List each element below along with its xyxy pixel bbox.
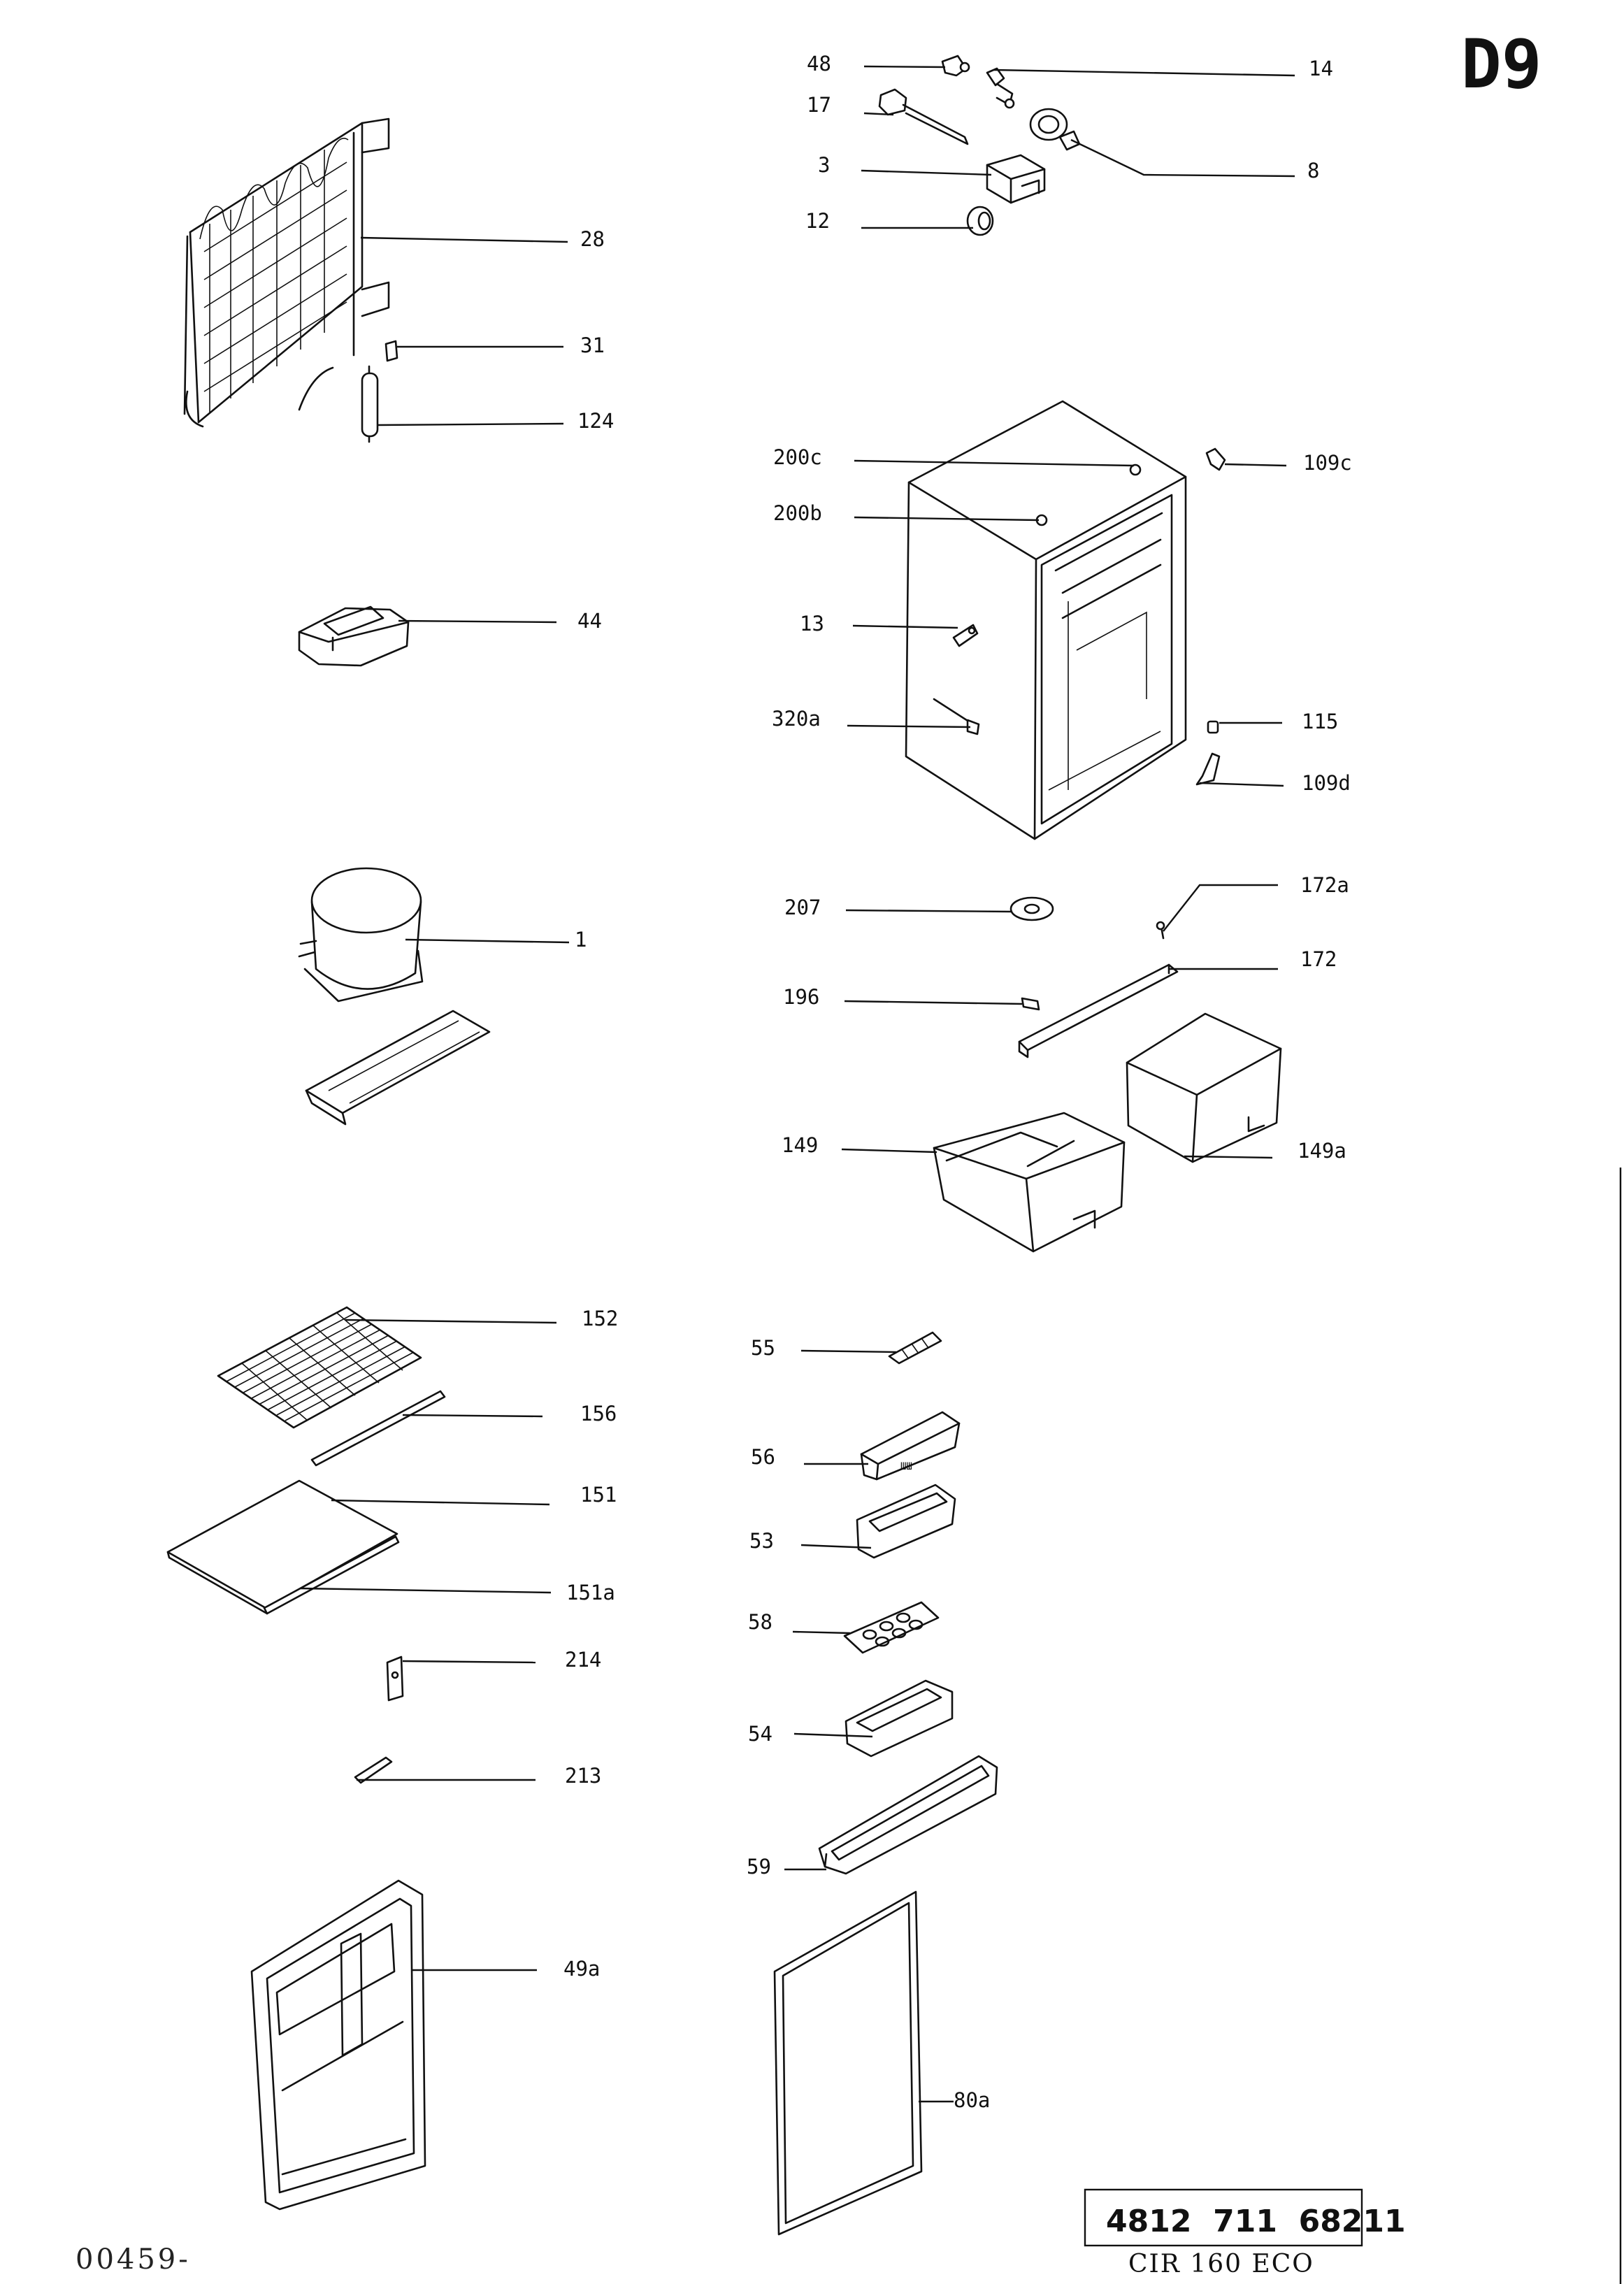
label-149: 149 (782, 1133, 818, 1157)
label-151a: 151a (566, 1581, 615, 1604)
part-12-knob (966, 206, 994, 236)
part-156-shelf-trim (310, 1390, 446, 1467)
label-59: 59 (747, 1855, 771, 1879)
label-213: 213 (565, 1764, 601, 1788)
page-code: D9 (1461, 25, 1542, 103)
part-14-switch (986, 67, 1015, 109)
part-31-clip (385, 340, 398, 362)
label-124: 124 (577, 409, 614, 433)
label-214: 214 (565, 1648, 601, 1672)
label-54: 54 (748, 1722, 773, 1746)
part-55-divider (888, 1331, 942, 1365)
part-207-fan-grille (1009, 896, 1054, 921)
part-59-bottle-rack (818, 1755, 998, 1875)
part-cabinet (905, 400, 1187, 840)
drawing-code: 00459- (76, 2243, 191, 2276)
part-213-support (354, 1756, 393, 1784)
label-152: 152 (582, 1307, 618, 1330)
label-48: 48 (807, 52, 831, 76)
part-8-lamp-holder (1029, 108, 1081, 151)
label-14: 14 (1309, 57, 1333, 80)
part-49a-inner-door (250, 1879, 426, 2211)
part-109c-hinge-pin (1205, 447, 1226, 471)
part-number-box (1084, 2188, 1363, 2247)
label-200b: 200b (773, 501, 822, 525)
part-compressor-base-rail (305, 1010, 491, 1126)
part-48-plug (941, 55, 970, 77)
part-152-wire-shelf (217, 1306, 422, 1429)
label-53: 53 (749, 1529, 774, 1553)
part-124-filter-drier (361, 365, 379, 443)
part-56-butter-lid: ШШ (860, 1411, 961, 1481)
label-12: 12 (805, 209, 830, 233)
label-109d: 109d (1302, 771, 1351, 795)
part-80a-door-gasket (773, 1890, 923, 2236)
part-172-shelf-rail (1018, 963, 1179, 1058)
label-58: 58 (748, 1610, 773, 1634)
label-149a: 149a (1298, 1139, 1346, 1163)
part-320a-sensor (933, 698, 980, 735)
label-49a: 49a (563, 1957, 600, 1981)
label-8: 8 (1307, 159, 1319, 182)
part-58-egg-tray (843, 1601, 940, 1654)
label-156: 156 (580, 1402, 617, 1425)
label-1: 1 (575, 928, 587, 951)
part-28-condenser (183, 117, 390, 428)
label-17: 17 (807, 93, 831, 117)
part-214-bracket (386, 1655, 404, 1702)
part-53-butter-dish (856, 1484, 956, 1559)
label-115: 115 (1302, 710, 1338, 733)
part-1-compressor (298, 867, 424, 1003)
lid-imprint: ШШ (900, 1461, 912, 1472)
part-109d-lower-hinge (1195, 752, 1221, 786)
label-44: 44 (577, 609, 602, 633)
part-115-bush (1207, 720, 1219, 734)
part-13-bracket (952, 624, 979, 647)
part-44-drip-tray (298, 605, 410, 667)
part-17-knob-shaft (878, 88, 969, 145)
label-172a: 172a (1300, 873, 1349, 897)
part-54-door-bin (845, 1679, 954, 1758)
part-196-stop (1021, 997, 1040, 1011)
label-196: 196 (783, 985, 819, 1009)
model-name: CIR 160 ECO (1128, 2250, 1314, 2278)
part-151a-shelf-edge (263, 1535, 400, 1615)
part-149a-crisper-small (1126, 1012, 1282, 1163)
leader-lines (300, 65, 1295, 2103)
label-55: 55 (751, 1336, 775, 1360)
label-13: 13 (800, 612, 824, 635)
callout-labels: 48 17 3 12 14 8 28 31 124 44 200c 200b 1… (563, 52, 1352, 2112)
part-3-thermostat-housing (986, 154, 1046, 204)
label-56: 56 (751, 1445, 775, 1469)
label-172: 172 (1300, 947, 1337, 971)
label-207: 207 (784, 896, 821, 919)
label-200c: 200c (773, 445, 822, 469)
part-number: 4812 711 68211 (1106, 2204, 1406, 2239)
part-172a-screw (1156, 921, 1165, 940)
label-320a: 320a (772, 707, 821, 731)
label-3: 3 (818, 153, 830, 177)
label-151: 151 (580, 1483, 617, 1507)
label-31: 31 (580, 333, 605, 357)
part-149-crisper-large (933, 1112, 1126, 1253)
label-28: 28 (580, 227, 605, 251)
label-80a: 80a (954, 2088, 990, 2112)
label-109c: 109c (1303, 451, 1352, 475)
